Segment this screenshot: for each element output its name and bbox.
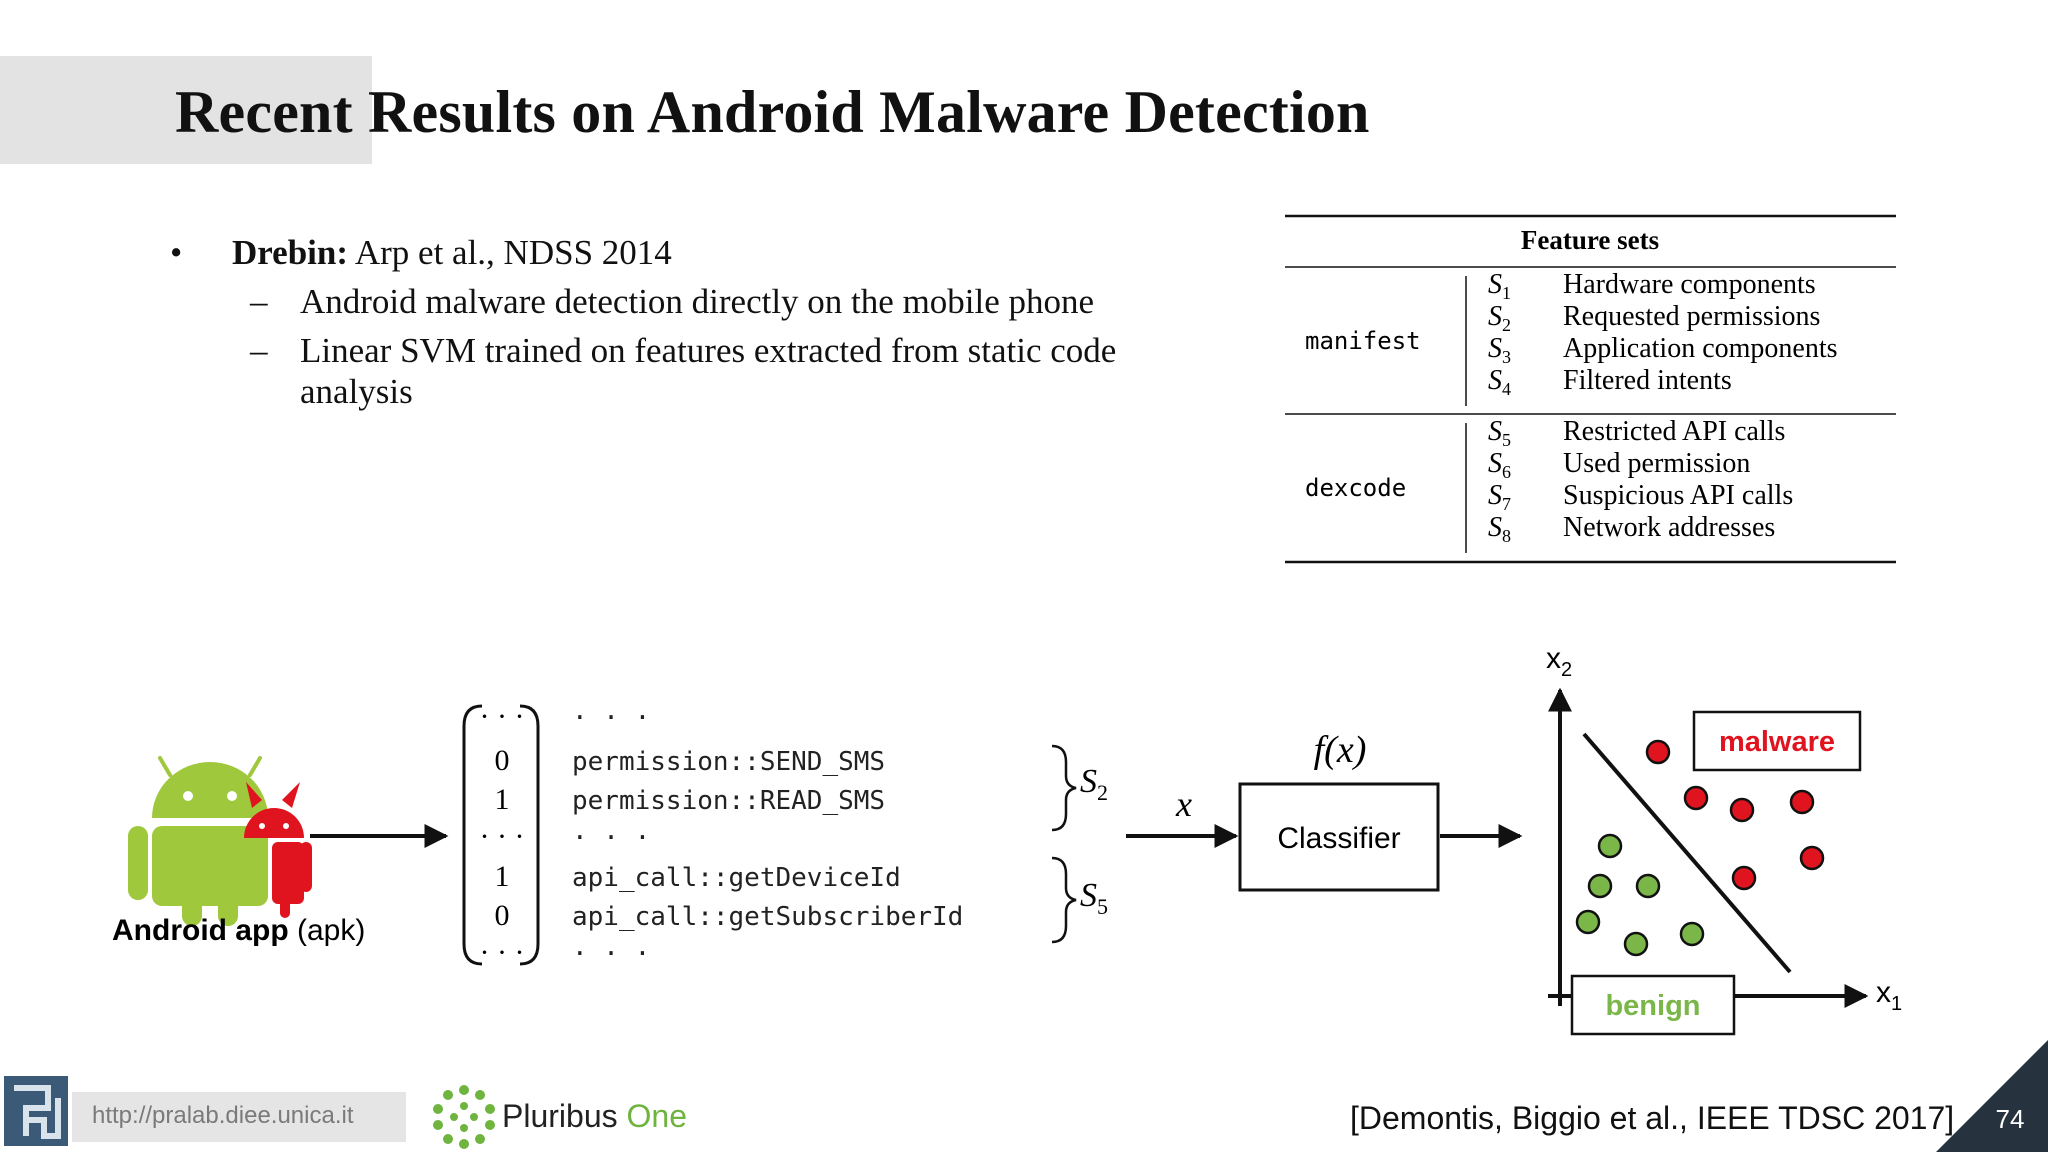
- benign-point: [1679, 921, 1705, 947]
- feature-set-symbol: S3: [1488, 333, 1511, 367]
- feature-set-symbol: S1: [1488, 269, 1511, 303]
- y-axis-label: x2: [1546, 642, 1572, 681]
- sub-bullet-2: – Linear SVM trained on features extract…: [170, 330, 1130, 412]
- vector-feature: · · ·: [572, 823, 650, 853]
- feature-set-name: Restricted API calls: [1563, 416, 1785, 447]
- feature-sets-table: Feature sets manifest dexcode S1 Hardwar…: [1285, 214, 1896, 564]
- brace-label-s5: S5: [1080, 877, 1108, 919]
- feature-set-name: Suspicious API calls: [1563, 480, 1793, 511]
- malware-label: malware: [1719, 726, 1835, 758]
- vector-feature: · · ·: [572, 703, 650, 733]
- decision-boundary: [1582, 732, 1792, 974]
- vector-value: 0: [495, 899, 510, 932]
- malware-point: [1789, 789, 1815, 815]
- malware-point: [1731, 865, 1757, 891]
- vector-right-bracket: [519, 704, 540, 966]
- vector-value: · · ·: [480, 820, 525, 853]
- feature-set-symbol: S7: [1488, 480, 1511, 514]
- brace-label-s2: S2: [1080, 763, 1108, 805]
- table-header: Feature sets: [1521, 225, 1659, 255]
- vector-value: 1: [495, 860, 510, 893]
- malware-point: [1729, 797, 1755, 823]
- brace-s2: [1051, 744, 1077, 832]
- bullet-list: • Drebin: Arp et al., NDSS 2014 – Androi…: [170, 232, 1210, 412]
- vector-feature: · · ·: [572, 939, 650, 969]
- bullet-dash: –: [250, 331, 268, 370]
- feature-set-symbol: S8: [1488, 512, 1511, 546]
- brace-s5: [1051, 856, 1077, 944]
- vector-feature: api_call::getDeviceId: [572, 863, 901, 893]
- footer-url[interactable]: http://pralab.diee.unica.it: [92, 1102, 354, 1129]
- benign-label: benign: [1605, 990, 1700, 1022]
- pralab-logo-icon: [4, 1076, 68, 1146]
- malware-label-box: [1692, 710, 1862, 772]
- group-source-dexcode: dexcode: [1305, 474, 1406, 502]
- sub-bullet-1: – Android malware detection directly on …: [170, 281, 1210, 322]
- citation: [Demontis, Biggio et al., IEEE TDSC 2017…: [1350, 1100, 1955, 1136]
- bullet-drebin-bold: Drebin:: [232, 233, 349, 272]
- android-app-label: Android app (apk): [112, 914, 365, 947]
- benign-label-box: [1570, 974, 1736, 1036]
- benign-point: [1623, 931, 1649, 957]
- classifier-label: Classifier: [1277, 822, 1400, 855]
- url-box: [72, 1092, 406, 1142]
- page-corner-triangle: [1936, 1040, 2048, 1152]
- feature-set-name: Used permission: [1563, 448, 1750, 479]
- classifier-box: [1238, 782, 1440, 892]
- malware-point: [1645, 739, 1671, 765]
- vector-value: 0: [495, 744, 510, 777]
- malware-point: [1683, 785, 1709, 811]
- pluribus-one-wordmark: Pluribus One: [502, 1098, 687, 1134]
- benign-point: [1587, 873, 1613, 899]
- malware-point: [1799, 845, 1825, 871]
- input-x-label: x: [1175, 784, 1192, 824]
- vector-feature: permission::READ_SMS: [572, 786, 885, 816]
- vector-value: 1: [495, 783, 510, 816]
- vector-value: · · ·: [480, 936, 525, 969]
- benign-point: [1597, 833, 1623, 859]
- feature-set-symbol: S6: [1488, 448, 1511, 482]
- benign-point: [1575, 909, 1601, 935]
- function-label: f(x): [1314, 729, 1367, 771]
- vector-feature: api_call::getSubscriberId: [572, 902, 963, 932]
- bullet-drebin: • Drebin: Arp et al., NDSS 2014: [170, 232, 1210, 273]
- slide-title: Recent Results on Android Malware Detect…: [175, 79, 1370, 145]
- feature-set-name: Hardware components: [1563, 269, 1816, 300]
- feature-set-symbol: S4: [1488, 365, 1511, 399]
- x-axis-label: x1: [1876, 976, 1902, 1015]
- pluribus-one-logo-icon: [433, 1085, 495, 1149]
- benign-point: [1635, 873, 1661, 899]
- title-highlight: [0, 56, 372, 164]
- feature-set-symbol: S2: [1488, 301, 1511, 335]
- feature-set-name: Requested permissions: [1563, 301, 1820, 332]
- malware-devil-icon: [244, 782, 312, 918]
- vector-feature: permission::SEND_SMS: [572, 747, 885, 777]
- bullet-dot: •: [170, 233, 183, 272]
- page-number: 74: [1995, 1104, 2025, 1134]
- vector-value: · · ·: [480, 700, 525, 733]
- sub-bullet-1-text: Android malware detection directly on th…: [300, 282, 1095, 321]
- group-source-manifest: manifest: [1305, 327, 1421, 355]
- vector-left-bracket: [462, 704, 483, 966]
- feature-set-name: Network addresses: [1563, 512, 1775, 543]
- android-robot-icon: [128, 756, 268, 926]
- feature-set-symbol: S5: [1488, 416, 1511, 450]
- bullet-drebin-rest: Arp et al., NDSS 2014: [348, 233, 672, 272]
- feature-set-name: Application components: [1563, 333, 1838, 364]
- sub-bullet-2-text: Linear SVM trained on features extracted…: [300, 331, 1117, 411]
- bullet-dash: –: [250, 282, 268, 321]
- feature-set-name: Filtered intents: [1563, 365, 1732, 396]
